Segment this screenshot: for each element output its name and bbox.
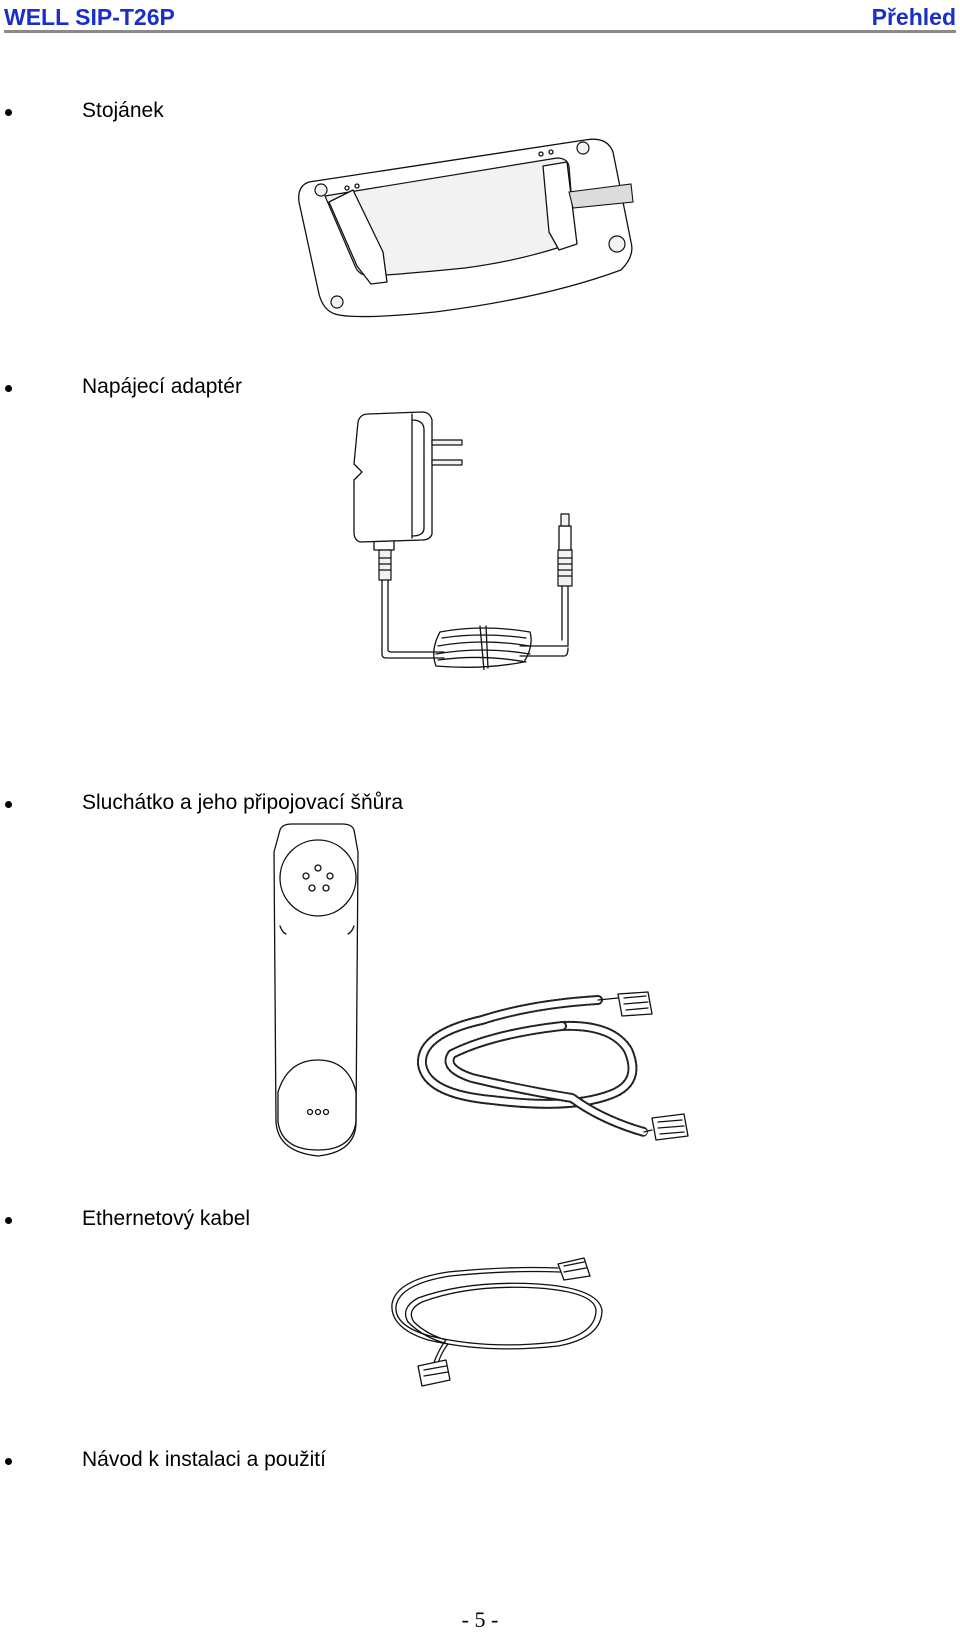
power-adapter-illustration: [353, 411, 573, 670]
list-item-label: Napájecí adaptér: [82, 375, 242, 398]
header-product-name: WELL SIP-T26P: [4, 4, 175, 30]
page-header: WELL SIP-T26P Přehled: [4, 0, 956, 33]
bullet-icon: [5, 801, 12, 808]
list-item-handset: Sluchátko a jeho připojovací šňůra: [0, 789, 960, 819]
list-item-ethernet-cable: Ethernetový kabel: [0, 1205, 960, 1235]
bullet-icon: [5, 385, 12, 392]
list-item-label: Stojánek: [82, 99, 164, 122]
list-item-label: Návod k instalaci a použití: [82, 1448, 326, 1471]
list-item-label: Ethernetový kabel: [82, 1207, 251, 1230]
page-number: - 5 -: [461, 1607, 499, 1632]
bullet-icon: [5, 109, 12, 116]
bullet-icon: [5, 1217, 12, 1224]
list-item-manual: Návod k instalaci a použití: [0, 1446, 960, 1476]
header-section-title: Přehled: [871, 4, 956, 30]
bullet-icon: [5, 1458, 12, 1465]
ethernet-cable-illustration: [391, 1257, 603, 1387]
stand-illustration: [298, 138, 634, 318]
list-item-label: Sluchátko a jeho připojovací šňůra: [82, 791, 404, 814]
handset-illustration: [273, 823, 359, 1157]
coiled-cord-illustration: [417, 991, 689, 1141]
list-item-power-adapter: Napájecí adaptér: [0, 373, 960, 403]
list-item-stand: Stojánek: [0, 97, 960, 127]
